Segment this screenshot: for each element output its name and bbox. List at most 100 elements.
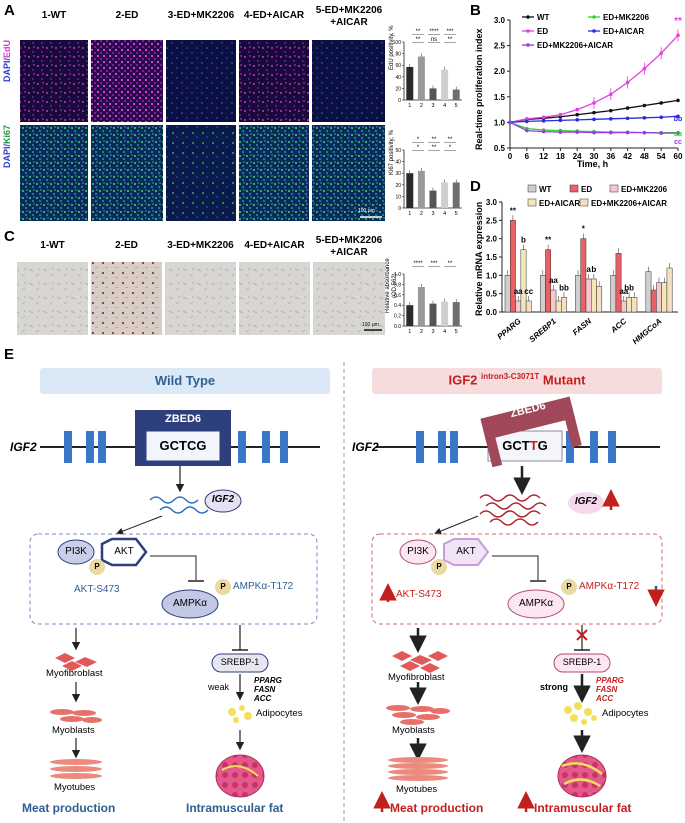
- bar-xtick-ki67: 5: [455, 211, 458, 217]
- bar-xtick-od: 1: [408, 329, 411, 335]
- bar-ytick-label-ki67: 50: [395, 148, 401, 154]
- b-point-3-6: [609, 117, 613, 121]
- c-image-1: [17, 262, 88, 335]
- srebp-mut: [553, 653, 611, 673]
- ki67-image-2: [91, 125, 163, 221]
- d-bar-0-3: [520, 249, 527, 313]
- d-bar-4-0: [645, 271, 652, 313]
- gene-label-wt: IGF2: [10, 440, 37, 454]
- muscle-fat-mut: [557, 754, 607, 798]
- b-ylabel: Real-time proliferation index: [474, 28, 484, 150]
- d-xtick-label-2: FASN: [571, 316, 593, 337]
- b-point-1-1: [525, 117, 529, 121]
- myofibroblast-cells-wt: [55, 653, 97, 671]
- d-ytick-label: 2.5: [486, 216, 498, 225]
- seq-mut-b: T: [529, 438, 538, 453]
- target-wt-3: ACC: [254, 694, 272, 703]
- bar-ytick-label-od: 0.4: [394, 303, 401, 309]
- b-xtick-label: 6: [525, 152, 530, 161]
- mut-title-gene: IGF2: [448, 372, 478, 388]
- signal-box-mut: [371, 533, 663, 625]
- panel-label-a: A: [4, 2, 15, 19]
- ki67-image-4: [239, 125, 309, 221]
- a-col-3: 3-ED+MK2206: [167, 10, 235, 21]
- d-ytick-label: 1.5: [486, 253, 498, 262]
- pi3k-mut: [399, 539, 437, 565]
- bar-ytick-label-od: 0.8: [394, 282, 401, 288]
- b-xtick-label: 36: [606, 152, 615, 161]
- srebp-label-mut: SREBP-1: [562, 657, 602, 667]
- b-point-0-6: [609, 108, 613, 113]
- d-bar-1-3: [555, 300, 562, 313]
- bar-xtick-edu: 1: [408, 103, 411, 109]
- b-annot-mk: aa: [674, 131, 682, 138]
- scale-bar-c-label: 100 μm: [362, 322, 379, 328]
- ampk-wt: [161, 589, 219, 619]
- b-point-3-2: [541, 119, 546, 123]
- d-bar-3-1: [615, 253, 622, 313]
- myofibroblast-label-wt: Myofibroblast: [46, 668, 103, 679]
- d-legend-swatch-2: [609, 184, 619, 193]
- myotube-cells-wt: [50, 759, 102, 779]
- bar-xtick-od: 2: [420, 329, 423, 335]
- targets-mut: PPARG FASN ACC: [596, 676, 624, 703]
- bar-ytick-label-ki67: 0: [398, 206, 401, 212]
- ampk-mut: [507, 589, 565, 619]
- d-xtick-label-0: PPARG: [496, 317, 523, 342]
- exon-r4: [566, 431, 574, 463]
- ki67-image-3: [166, 125, 236, 221]
- zbed6-label-wt: ZBED6: [164, 413, 202, 425]
- strong-label: strong: [540, 682, 568, 692]
- pi3k-label-mut: PI3K: [407, 546, 429, 557]
- bar-sig-edu: **: [416, 37, 421, 43]
- adipocyte-dots-mut: [564, 702, 597, 725]
- myoblast-cells-wt: [50, 709, 102, 723]
- b-xtick-label: 60: [674, 152, 683, 161]
- b-legend-marker-3: [592, 29, 596, 33]
- d-legend-swatch-0: [527, 184, 537, 193]
- b-point-1-2: [541, 115, 546, 120]
- bar-sig-ki67: *: [417, 137, 420, 143]
- d-mark-1: b: [521, 236, 526, 245]
- d-bar-2-1: [580, 238, 587, 313]
- d-mark-11: aa: [619, 287, 628, 296]
- d-mark-4: **: [545, 236, 552, 245]
- panel-e-diagram: [29, 362, 665, 822]
- bar-edu-1: [406, 66, 414, 100]
- b-point-4-10: [676, 131, 680, 135]
- b-point-4-8: [642, 130, 647, 135]
- adipocytes-label-mut: Adipocytes: [602, 708, 649, 719]
- b-point-3-3: [558, 118, 563, 123]
- bar-ki67-1: [406, 173, 414, 208]
- b-annot-combo: cc: [674, 139, 682, 146]
- edu-image-3: [166, 40, 236, 122]
- c-col-5: 5-ED+MK2206 +AICAR: [311, 235, 387, 259]
- mrna-wt-2: [159, 506, 209, 514]
- zbed6-mut: [480, 396, 582, 468]
- bar-xtick-od: 3: [431, 329, 434, 335]
- d-bar-0-1: [510, 220, 516, 313]
- b-annot-ed: **: [674, 16, 682, 27]
- b-legend-label-3: ED+AICAR: [603, 27, 644, 36]
- p-ampk-label-wt: P: [220, 582, 226, 591]
- d-bar-0-2: [515, 300, 522, 313]
- igf2-protein-label-mut: IGF2: [574, 496, 598, 507]
- exon-l5: [262, 431, 270, 463]
- mut-title: IGF2 intron3-C3071T Mutant: [372, 372, 662, 387]
- c-col-5-line1: 5-ED+MK2206: [315, 235, 383, 246]
- b-xlabel: Time, h: [576, 159, 609, 169]
- wt-title-bar: [40, 368, 330, 394]
- exon-l4: [238, 431, 246, 463]
- mut-title-suffix: Mutant: [539, 372, 586, 388]
- d-bar-3-4: [631, 297, 638, 313]
- ampk-label-wt: AMPKα: [172, 598, 208, 609]
- d-bar-2-4: [596, 286, 603, 313]
- akt-label-wt: AKT: [114, 546, 134, 557]
- signal-box-wt: [29, 533, 318, 625]
- b-annot-aicar: bb: [674, 116, 683, 123]
- b-xtick-label: 24: [573, 152, 582, 161]
- c-image-3: [165, 262, 236, 335]
- weak-label: weak: [208, 682, 230, 692]
- b-legend-marker-2: [592, 15, 596, 19]
